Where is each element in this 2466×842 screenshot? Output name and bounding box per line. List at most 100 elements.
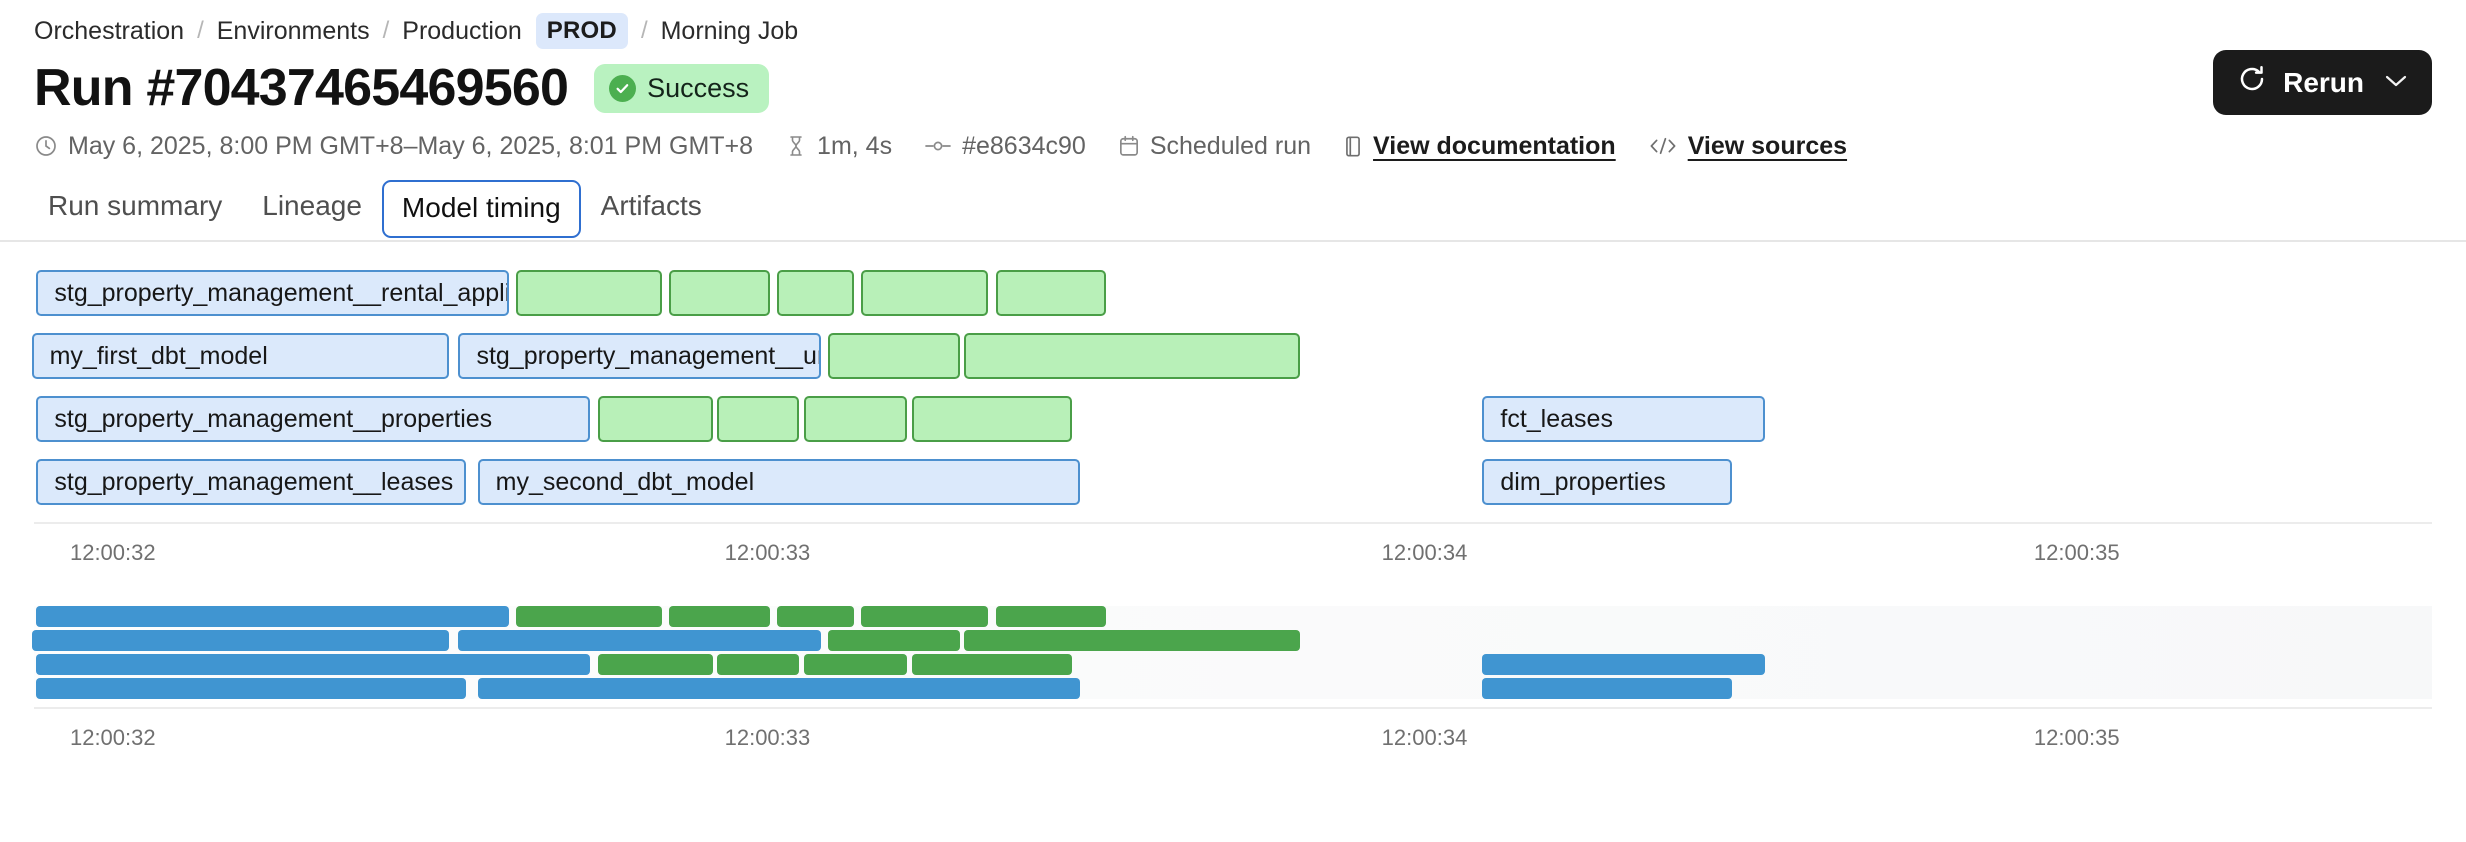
- breadcrumb-item-orchestration[interactable]: Orchestration: [34, 16, 185, 45]
- minimap-row: [31, 630, 2432, 651]
- gantt-bar-test[interactable]: [995, 270, 1106, 316]
- clock-icon: [34, 134, 58, 158]
- minimap-bar-model[interactable]: [477, 678, 1080, 699]
- gantt-bar-model[interactable]: stg_property_management__leases: [36, 459, 466, 505]
- run-timerange: May 6, 2025, 8:00 PM GMT+8–May 6, 2025, …: [34, 132, 753, 161]
- gantt-bar-label: stg_property_management__rental_applicat…: [54, 278, 506, 307]
- gantt-detail-view[interactable]: stg_property_management__rental_applicat…: [31, 270, 2432, 509]
- breadcrumb-item-environments[interactable]: Environments: [216, 16, 370, 45]
- gantt-row: stg_property_management__rental_applicat…: [34, 270, 2432, 320]
- tab-run-summary[interactable]: Run summary: [48, 190, 223, 221]
- minimap-bar-model[interactable]: [1482, 678, 1732, 699]
- status-badge-label: Success: [647, 72, 750, 103]
- gantt-bar-label: my_second_dbt_model: [495, 467, 755, 496]
- breadcrumb-separator: /: [382, 17, 390, 44]
- view-documentation-label[interactable]: View documentation: [1373, 131, 1616, 160]
- gantt-bar-model[interactable]: stg_property_management__rental_applicat…: [36, 270, 509, 316]
- gantt-bar-test[interactable]: [717, 396, 799, 442]
- minimap-bar-test[interactable]: [861, 606, 989, 627]
- breadcrumb-badge-prod[interactable]: PROD: [535, 13, 628, 49]
- gantt-minimap-axis: 12:00:32 12:00:33 12:00:34 12:00:35: [34, 707, 2432, 753]
- minimap-row: [34, 654, 2432, 675]
- gantt-bar-test[interactable]: [827, 333, 960, 379]
- gantt-bar-label: stg_property_management__units: [476, 341, 821, 370]
- axis-tick-label: 12:00:34: [1381, 725, 1468, 750]
- axis-tick-label: 12:00:34: [1381, 540, 1468, 565]
- rerun-button[interactable]: Rerun: [2213, 50, 2432, 115]
- gantt-bar-test[interactable]: [964, 333, 1301, 379]
- refresh-icon: [2237, 64, 2267, 101]
- minimap-bar-model[interactable]: [36, 606, 509, 627]
- axis-tick-label: 12:00:35: [2033, 540, 2120, 565]
- minimap-bar-model[interactable]: [36, 654, 591, 675]
- minimap-bar-test[interactable]: [995, 606, 1106, 627]
- minimap-bar-test[interactable]: [964, 630, 1301, 651]
- run-commit-text: #e8634c90: [962, 131, 1086, 160]
- minimap-bar-model[interactable]: [36, 678, 466, 699]
- minimap-bar-test[interactable]: [911, 654, 1073, 675]
- model-timing-chart: stg_property_management__rental_applicat…: [0, 270, 2466, 753]
- page-header: Run #70437465469560 Success Rerun: [0, 34, 2466, 115]
- view-documentation-link[interactable]: View documentation: [1343, 132, 1616, 161]
- gantt-bar-label: stg_property_management__properties: [54, 404, 493, 433]
- gantt-bar-model[interactable]: my_first_dbt_model: [31, 333, 449, 379]
- check-circle-icon: [609, 74, 637, 102]
- gantt-bar-label: stg_property_management__leases: [54, 467, 454, 496]
- minimap-bar-test[interactable]: [515, 606, 663, 627]
- view-sources-link[interactable]: View sources: [1648, 132, 1847, 161]
- minimap-bar-model[interactable]: [458, 630, 821, 651]
- tab-lineage[interactable]: Lineage: [262, 190, 362, 221]
- gantt-bar-model[interactable]: stg_property_management__units: [458, 333, 821, 379]
- gantt-bar-label: my_first_dbt_model: [49, 341, 268, 370]
- run-duration-text: 1m, 4s: [817, 131, 893, 160]
- tab-model-timing[interactable]: Model timing: [381, 180, 581, 238]
- gantt-bar-label: dim_properties: [1500, 467, 1666, 496]
- gantt-minimap[interactable]: [31, 606, 2432, 699]
- run-duration: 1m, 4s: [785, 132, 892, 161]
- breadcrumb-item-morning-job[interactable]: Morning Job: [660, 16, 799, 45]
- gantt-row: my_first_dbt_model stg_property_managemen…: [31, 333, 2432, 383]
- minimap-bar-test[interactable]: [827, 630, 960, 651]
- axis-tick-label: 12:00:33: [724, 725, 811, 750]
- axis-tick-label: 12:00:32: [69, 725, 156, 750]
- run-timerange-text: May 6, 2025, 8:00 PM GMT+8–May 6, 2025, …: [68, 131, 754, 160]
- run-metadata: May 6, 2025, 8:00 PM GMT+8–May 6, 2025, …: [0, 114, 2466, 161]
- rerun-button-label: Rerun: [2283, 66, 2364, 98]
- minimap-bar-model[interactable]: [1482, 654, 1766, 675]
- breadcrumb-item-production[interactable]: Production: [402, 16, 522, 45]
- gantt-bar-model[interactable]: my_second_dbt_model: [477, 459, 1080, 505]
- breadcrumb: Orchestration / Environments / Productio…: [0, 0, 2466, 49]
- minimap-bar-test[interactable]: [717, 654, 799, 675]
- gantt-bar-test[interactable]: [515, 270, 663, 316]
- gantt-bar-test[interactable]: [911, 396, 1073, 442]
- tab-artifacts[interactable]: Artifacts: [600, 190, 702, 221]
- run-trigger-text: Scheduled run: [1149, 131, 1312, 160]
- gantt-bar-model[interactable]: stg_property_management__properties: [36, 396, 591, 442]
- minimap-bar-test[interactable]: [597, 654, 713, 675]
- gantt-bar-test[interactable]: [803, 396, 907, 442]
- breadcrumb-separator: /: [640, 17, 648, 44]
- commit-icon: [924, 136, 952, 156]
- run-commit: #e8634c90: [924, 132, 1086, 161]
- gantt-bar-test[interactable]: [669, 270, 771, 316]
- gantt-bar-test[interactable]: [777, 270, 855, 316]
- gantt-row: stg_property_management__leases my_second…: [34, 459, 2432, 509]
- chevron-down-icon[interactable]: [2384, 71, 2408, 94]
- axis-tick-label: 12:00:33: [724, 540, 811, 565]
- minimap-bar-test[interactable]: [803, 654, 907, 675]
- minimap-bar-model[interactable]: [31, 630, 449, 651]
- minimap-row: [34, 606, 2432, 627]
- gantt-bar-model[interactable]: fct_leases: [1482, 396, 1766, 442]
- minimap-bar-test[interactable]: [777, 606, 855, 627]
- minimap-bar-test[interactable]: [669, 606, 771, 627]
- gantt-bar-model[interactable]: dim_properties: [1482, 459, 1732, 505]
- status-badge: Success: [594, 63, 770, 113]
- gantt-bar-test[interactable]: [597, 396, 713, 442]
- run-trigger: Scheduled run: [1118, 132, 1311, 161]
- tab-bar: Run summary Lineage Model timing Artifac…: [0, 180, 2466, 242]
- view-sources-label[interactable]: View sources: [1687, 131, 1848, 160]
- axis-tick-label: 12:00:35: [2033, 725, 2120, 750]
- gantt-bar-test[interactable]: [861, 270, 989, 316]
- breadcrumb-separator: /: [197, 17, 204, 44]
